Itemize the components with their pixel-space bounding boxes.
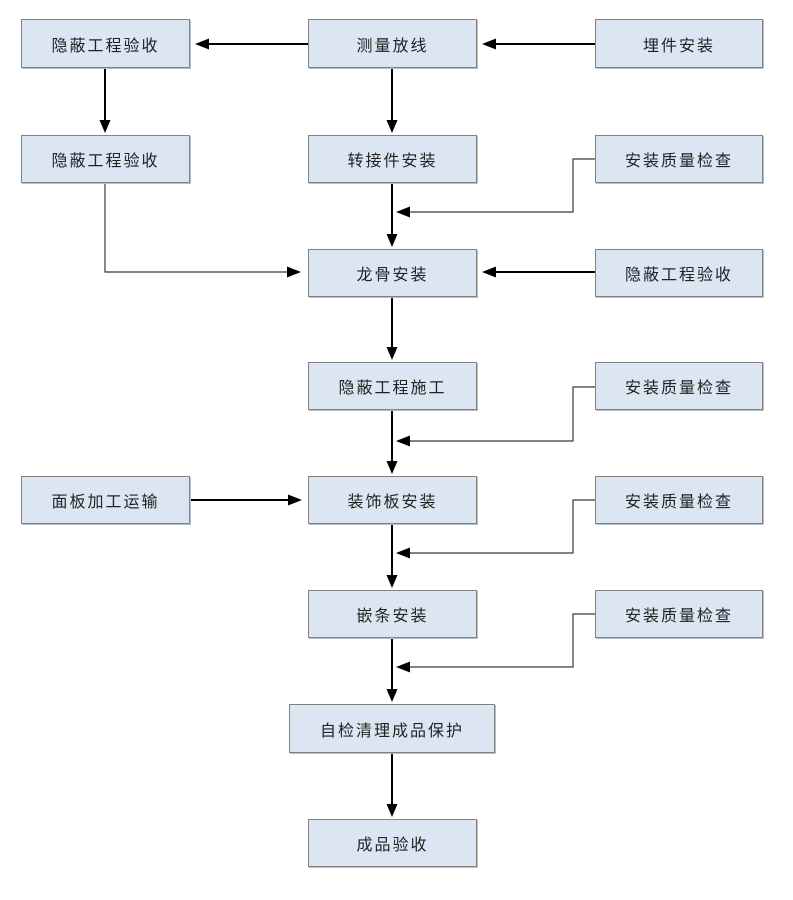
node-installation-quality-check-1: 安装质量检查 [595,135,763,183]
node-finished-product-acceptance: 成品验收 [308,819,477,867]
node-label: 装饰板安装 [347,494,438,511]
arrowhead-concealed-top-to-left [99,120,111,133]
node-label: 嵌条安装 [356,608,429,625]
node-label: 安装质量检查 [624,153,733,170]
arrowhead-keel-to-construction [386,347,398,360]
arrowhead-embed-to-measure [482,38,496,50]
connector-line-qc3-feedback [410,499,595,554]
node-installation-quality-check-4: 安装质量检查 [595,590,763,638]
node-label: 隐蔽工程验收 [51,153,160,170]
node-label: 安装质量检查 [624,380,733,397]
node-adapter-installation: 转接件安装 [308,135,477,183]
connector-line-concealed-left-to-keel [104,183,287,273]
node-measurement-setting-out: 测量放线 [308,19,477,68]
arrowhead-adapter-to-keel [386,234,398,247]
connector-line-qc4-feedback [410,613,595,668]
node-label: 自检清理成品保护 [319,722,464,740]
node-decorative-panel-installation: 装饰板安装 [308,476,477,524]
arrowhead-concealed-right-to-keel [482,266,496,278]
node-self-check-cleaning-product-protection: 自检清理成品保护 [289,704,495,753]
node-label: 隐蔽工程验收 [624,267,733,284]
node-keel-installation: 龙骨安装 [308,249,477,297]
node-concealed-work-construction: 隐蔽工程施工 [308,362,477,410]
node-installation-quality-check-3: 安装质量检查 [595,476,763,524]
node-label: 隐蔽工程验收 [51,37,160,55]
node-label: 埋件安装 [642,37,715,55]
node-label: 龙骨安装 [356,267,429,284]
node-embedded-parts-installation: 埋件安装 [595,19,763,68]
arrowhead-panel-to-decorative [288,494,302,506]
node-label: 面板加工运输 [51,494,160,511]
arrowhead-qc1-feedback [396,206,410,218]
node-label: 安装质量检查 [624,494,733,511]
node-label: 成品验收 [356,837,429,854]
node-concealed-work-acceptance-left: 隐蔽工程验收 [21,135,190,183]
arrowhead-trim-to-selfcheck [386,689,398,702]
arrowhead-measure-to-concealed-top [195,38,209,50]
arrowhead-qc4-feedback [396,661,410,673]
node-installation-quality-check-2: 安装质量检查 [595,362,763,410]
node-label: 隐蔽工程施工 [338,380,447,397]
connector-line-qc2-feedback [410,386,595,442]
arrowhead-qc2-feedback [396,435,410,447]
node-concealed-work-acceptance-right: 隐蔽工程验收 [595,249,763,297]
node-trim-strip-installation: 嵌条安装 [308,590,477,638]
arrowhead-concealed-left-to-keel [287,266,301,278]
arrowhead-selfcheck-to-finished [386,804,398,817]
node-label: 安装质量检查 [624,608,733,625]
node-label: 转接件安装 [347,153,438,170]
arrowhead-construction-to-decorative [386,461,398,474]
arrowhead-measure-to-adapter [386,120,398,133]
arrowhead-qc3-feedback [396,547,410,559]
connector-line-qc1-feedback [410,158,595,213]
node-panel-processing-transport: 面板加工运输 [21,476,190,524]
node-label: 测量放线 [356,37,429,55]
arrowhead-decorative-to-trim [386,575,398,588]
node-concealed-work-acceptance-top-left: 隐蔽工程验收 [21,19,190,68]
